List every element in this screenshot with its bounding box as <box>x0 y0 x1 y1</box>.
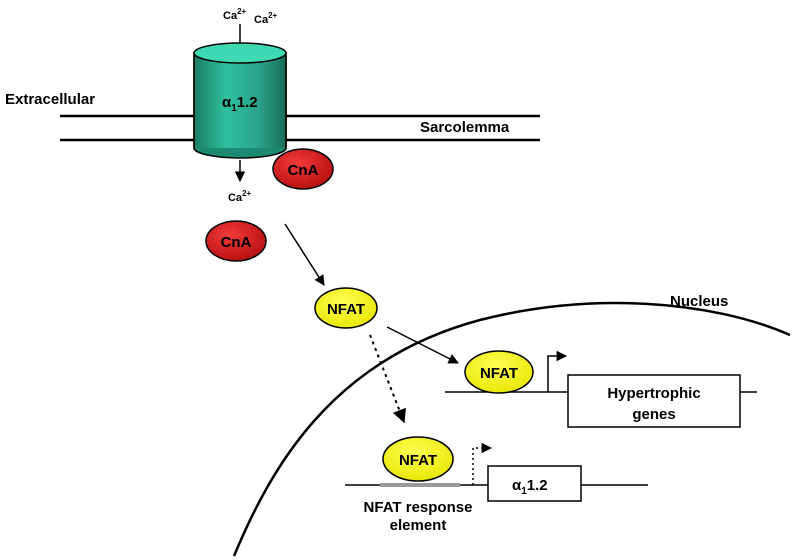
sarcolemma-membrane <box>60 114 540 142</box>
ca-extracellular-2: Ca2+ <box>254 11 278 26</box>
extracellular-label: Extracellular <box>5 91 95 108</box>
cna-bound: CnA <box>272 148 334 190</box>
ca-charge: 2+ <box>242 189 251 198</box>
nfat-to-nucleus-arrow <box>386 326 459 364</box>
cna-free: CnA <box>205 220 267 262</box>
svg-text:Ca2+: Ca2+ <box>228 189 252 204</box>
ca-extracellular-1: Ca2+ <box>223 7 247 22</box>
ca-base: Ca <box>223 10 238 22</box>
ca-intracellular: Ca2+ <box>228 189 252 204</box>
nfat-hypertrophic-label: NFAT <box>480 365 518 382</box>
ca-charge: 2+ <box>237 7 246 16</box>
nfat-response-element-label-2: element <box>390 517 447 534</box>
svg-text:Ca2+: Ca2+ <box>223 7 247 22</box>
nfat-cytoplasmic: NFAT <box>314 287 378 329</box>
nfat-cytoplasmic-label: NFAT <box>327 301 365 318</box>
alpha-transcription-start-arrow <box>472 442 493 485</box>
cna-to-nfat-arrow <box>284 223 325 286</box>
ca-base: Ca <box>254 14 269 26</box>
cna-bound-label: CnA <box>288 162 319 179</box>
nfat-hypertrophic: NFAT <box>464 350 534 394</box>
svg-text:Ca2+: Ca2+ <box>254 11 278 26</box>
nfat-response-element-label-1: NFAT response <box>364 499 473 516</box>
nuclear-envelope <box>232 301 791 557</box>
calcium-channel: α11.2 <box>193 42 287 159</box>
ca-base: Ca <box>228 192 243 204</box>
svg-text:α11.2: α11.2 <box>512 477 548 497</box>
ca-charge: 2+ <box>268 11 277 20</box>
sarcolemma-label: Sarcolemma <box>420 119 510 136</box>
cna-free-label: CnA <box>221 234 252 251</box>
nfat-response-label: NFAT <box>399 452 437 469</box>
hypertrophic-genes-box: Hypertrophic genes <box>567 374 741 428</box>
alpha-gene-box: α11.2 <box>487 465 582 502</box>
nfat-response: NFAT <box>382 436 454 482</box>
channel-label: α11.2 <box>222 94 258 114</box>
nucleus-label: Nucleus <box>670 293 728 310</box>
nfat-to-response-element-arrow <box>369 334 406 424</box>
transcription-start-arrow <box>547 350 568 392</box>
svg-text:Hypertrophic: Hypertrophic <box>607 385 700 402</box>
svg-text:genes: genes <box>632 406 675 423</box>
